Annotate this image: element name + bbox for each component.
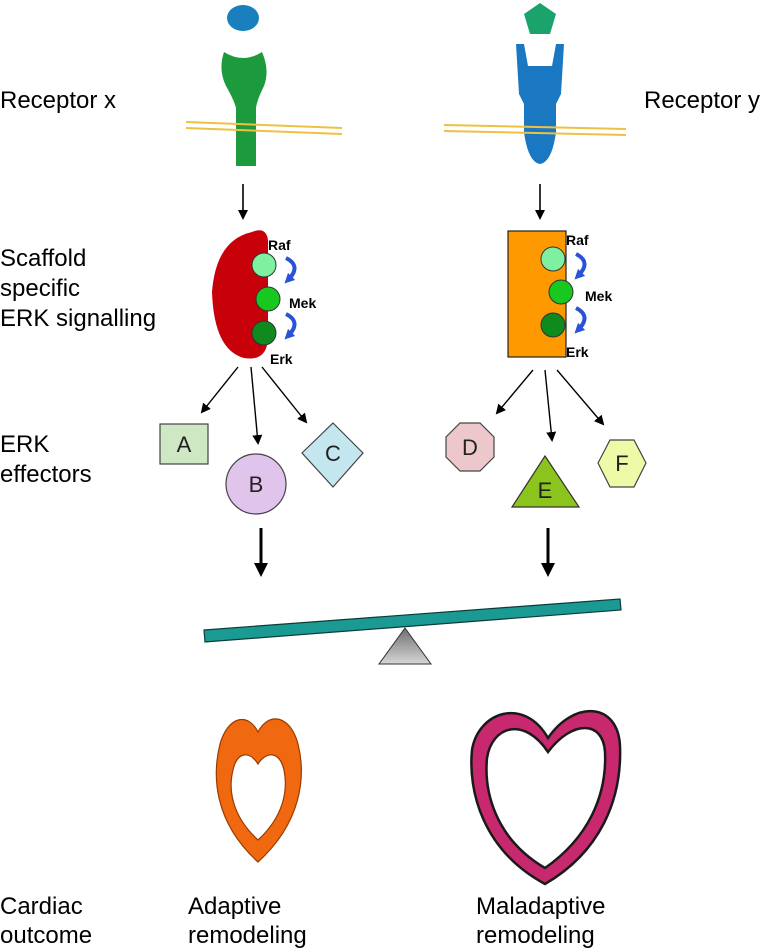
- effector-b: [225, 453, 287, 515]
- erk-label-y: Erk: [566, 344, 589, 360]
- effector-c: [301, 422, 364, 488]
- arrow-to-effector-b: [250, 366, 263, 445]
- arrow-to-effector-d: [495, 369, 534, 415]
- effectors-label-line-1: ERK: [0, 431, 50, 458]
- effector-f: [597, 439, 647, 488]
- receptor-x: [221, 52, 267, 166]
- erk-x: [251, 320, 277, 346]
- effector-a: [159, 423, 209, 465]
- curved-arrow-y-1: [574, 252, 587, 280]
- effector-e: [510, 454, 581, 508]
- maladaptive-heart: [470, 710, 622, 886]
- erk-y: [540, 312, 566, 338]
- effector-b-label: B: [249, 472, 264, 497]
- receptor-x-label: Receptor x: [0, 87, 117, 114]
- adaptive-heart: [215, 718, 302, 863]
- cardiac-outcome-line-1: Cardiac: [0, 893, 83, 920]
- effector-d-label: D: [462, 435, 478, 460]
- mek-label-y: Mek: [585, 288, 612, 304]
- maladaptive-label-line-2: remodeling: [476, 922, 595, 949]
- arrow-to-effector-a: [200, 366, 239, 414]
- curved-arrow-y-2: [574, 306, 587, 334]
- adaptive-label-line-1: Adaptive: [188, 893, 282, 920]
- membrane-y: [443, 124, 627, 136]
- maladaptive-label-line-1: Maladaptive: [476, 893, 606, 920]
- membrane-x: [185, 121, 343, 135]
- mek-x: [255, 286, 281, 312]
- raf-y: [540, 246, 566, 272]
- ligand-x: [227, 5, 259, 31]
- curved-arrow-x-2: [284, 312, 297, 340]
- ligand-y: [524, 3, 556, 34]
- raf-label-x: Raf: [268, 237, 291, 253]
- scaffold-label-line-2: specific: [0, 275, 81, 302]
- effector-e-label: E: [538, 478, 553, 503]
- seesaw-fulcrum: [378, 627, 432, 665]
- arrow-to-effector-f: [556, 369, 605, 426]
- effectors-label-line-2: effectors: [0, 461, 92, 488]
- mek-label-x: Mek: [289, 295, 316, 311]
- cardiac-outcome-line-2: outcome: [0, 922, 93, 949]
- arrow-to-effector-c: [261, 366, 308, 424]
- arrow-to-effector-e: [544, 369, 557, 442]
- adaptive-label-line-2: remodeling: [188, 922, 307, 949]
- effector-c-label: C: [325, 441, 341, 466]
- effector-f-label: F: [615, 451, 628, 476]
- erk-label-x: Erk: [270, 351, 293, 367]
- receptor-y-label: Receptor y: [644, 87, 761, 114]
- effector-a-label: A: [177, 432, 192, 457]
- scaffold-label-line-3: ERK signalling: [0, 305, 157, 332]
- seesaw-beam: [203, 598, 622, 643]
- effector-d: [445, 422, 495, 472]
- receptor-y: [516, 44, 564, 164]
- curved-arrow-x-1: [284, 256, 297, 284]
- raf-label-y: Raf: [566, 232, 589, 248]
- mek-y: [548, 279, 574, 305]
- scaffold-label-line-1: Scaffold: [0, 245, 87, 272]
- raf-x: [251, 252, 277, 278]
